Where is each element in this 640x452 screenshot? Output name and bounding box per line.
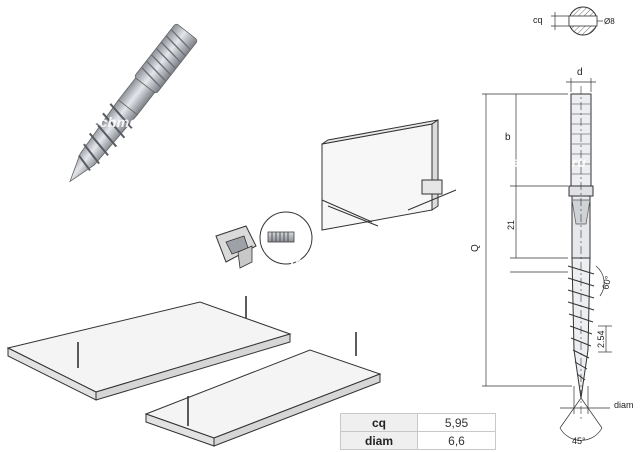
diameter-label: Ø8 <box>604 17 615 26</box>
vertical-panel <box>321 119 457 231</box>
screw-render <box>69 23 198 183</box>
screw-drawing <box>567 86 595 420</box>
spec-table: cq 5,95 diam 6,6 <box>340 413 496 450</box>
dim-diam-label: diam <box>614 400 634 410</box>
spec-value-cq: 5,95 <box>417 413 496 432</box>
dim-45-label: 45° <box>572 436 586 446</box>
dimension-lines <box>482 78 612 441</box>
spec-value-diam: 6,6 <box>417 431 496 450</box>
dim-b-label: b <box>505 132 511 143</box>
table-row: cq 5,95 <box>340 413 496 432</box>
watermark-1: techmeb.ru <box>86 114 167 130</box>
watermark-3: techmeb.ru <box>290 254 371 270</box>
dim-d-label: d <box>577 67 583 78</box>
connector-detail <box>215 211 313 269</box>
dim-q-label: Q <box>470 244 481 252</box>
dim-21-label: 21 <box>506 220 516 230</box>
table-row: diam 6,6 <box>340 431 496 450</box>
board-screws <box>77 296 357 426</box>
cross-section <box>551 6 603 36</box>
spec-key-diam: diam <box>340 431 418 450</box>
board-small <box>144 349 382 447</box>
cq-label: cq <box>533 15 543 25</box>
dim-60-label: 60° <box>600 274 613 290</box>
watermark-2: techmeb.ru <box>506 154 587 170</box>
dim-pitch-label: 2.54 <box>596 330 606 348</box>
spec-key-cq: cq <box>340 413 418 432</box>
board-large <box>6 301 292 401</box>
